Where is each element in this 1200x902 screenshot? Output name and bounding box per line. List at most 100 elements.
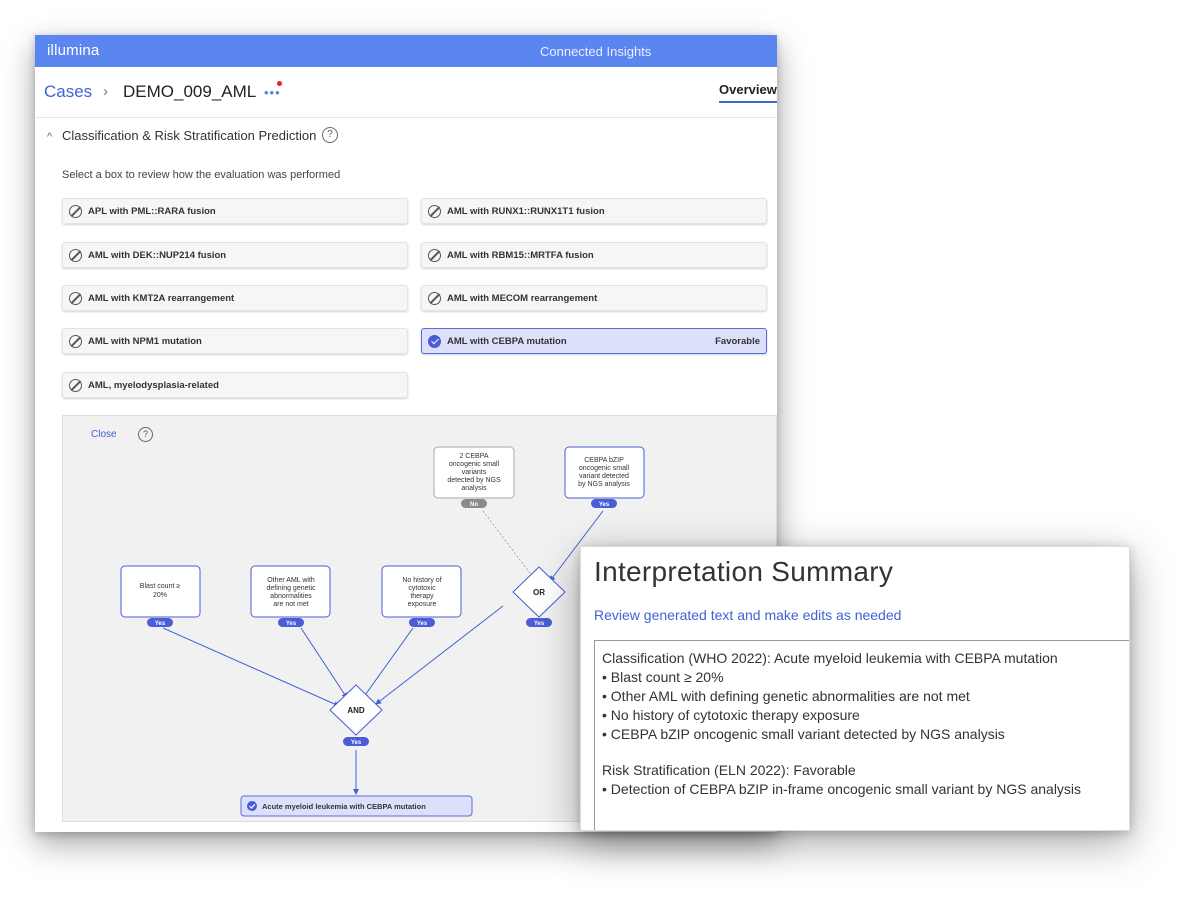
breadcrumb-cases-link[interactable]: Cases	[44, 82, 93, 101]
classification-label: APL with PML::RARA fusion	[88, 206, 216, 217]
summary-bullet: • No history of cytotoxic therapy exposu…	[602, 707, 860, 723]
summary-bullet: • Blast count ≥ 20%	[602, 669, 724, 685]
chevron-right-icon: ›	[103, 83, 108, 100]
or-gate	[512, 566, 566, 618]
classification-label: AML with KMT2A rearrangement	[88, 293, 235, 304]
classification-label: AML with DEK::NUP214 fusion	[88, 250, 227, 261]
app-title: Connected Insights	[540, 44, 652, 59]
classification-box[interactable]: AML with DEK::NUP214 fusion	[62, 242, 408, 268]
summary-subtitle: Review generated text and make edits as …	[594, 607, 902, 623]
not-met-icon	[69, 249, 82, 262]
answer-label: Yes	[155, 621, 166, 627]
node-text-line: Other AML with	[267, 577, 315, 584]
answer-pill-yes	[278, 618, 304, 627]
classification-box[interactable]: AML, myelodysplasia-related	[62, 372, 408, 398]
classification-box[interactable]: AML with NPM1 mutation	[62, 328, 408, 354]
summary-bullet: • CEBPA bZIP oncogenic small variant det…	[602, 726, 1005, 742]
classification-label: AML, myelodysplasia-related	[88, 380, 219, 391]
classification-box[interactable]: AML with RUNX1::RUNX1T1 fusion	[421, 198, 767, 224]
edge-bzip-to-or	[549, 510, 604, 582]
classification-box[interactable]: AML with MECOM rearrangement	[421, 285, 767, 311]
not-met-icon	[428, 249, 441, 262]
node-cebpa-bzip	[564, 446, 645, 499]
section-title: Classification & Risk Stratification Pre…	[62, 128, 317, 143]
answer-pill-yes	[147, 618, 173, 627]
classification-box[interactable]: AML with KMT2A rearrangement	[62, 285, 408, 311]
page-header: Cases › DEMO_009_AML ••• Overview	[35, 67, 777, 118]
risk-badge: Favorable	[715, 336, 760, 347]
classification-box[interactable]: AML with RBM15::MRTFA fusion	[421, 242, 767, 268]
check-mark	[249, 803, 256, 809]
node-text-line: CEBPA bZIP	[584, 457, 624, 464]
flow-diagram: 2 CEBPA oncogenic small variants detecte…	[120, 446, 645, 817]
node-blast-count	[120, 565, 201, 618]
interpretation-summary-card: Interpretation Summary Review generated …	[580, 546, 1130, 831]
node-text-line: therapy	[410, 593, 434, 600]
classification-box-selected[interactable]: AML with CEBPA mutation Favorable	[421, 328, 767, 354]
edge-history-to-and	[362, 627, 414, 699]
edge-blast-to-and	[162, 627, 340, 707]
notification-dot	[277, 81, 282, 86]
risk-line: Risk Stratification (ELN 2022): Favorabl…	[602, 762, 856, 778]
check-circle-icon	[247, 801, 257, 811]
close-diagram-link[interactable]: Close	[91, 429, 117, 440]
check-circle-icon	[428, 335, 441, 348]
node-text-line: defining genetic	[266, 585, 316, 592]
collapse-chevron-icon[interactable]: ^	[47, 131, 53, 143]
summary-text-area[interactable]: Classification (WHO 2022): Acute myeloid…	[594, 640, 1129, 830]
node-text-line: oncogenic small	[579, 465, 630, 472]
node-text-line: detected by NGS	[447, 477, 501, 484]
summary-bullet: • Other AML with defining genetic abnorm…	[602, 688, 970, 704]
answer-label: Yes	[417, 621, 428, 627]
node-text-line: No history of	[402, 577, 441, 584]
answer-pill-yes	[526, 618, 552, 627]
node-other-aml	[250, 565, 331, 618]
help-icon[interactable]: ?	[138, 427, 153, 442]
answer-label: Yes	[351, 740, 362, 746]
node-text-line: cytotoxic	[408, 585, 436, 592]
case-name: DEMO_009_AML	[123, 82, 257, 101]
classification-label: AML with CEBPA mutation	[447, 336, 567, 347]
classification-label: AML with NPM1 mutation	[88, 336, 202, 347]
not-met-icon	[69, 379, 82, 392]
node-text-line: abnormalities	[270, 593, 312, 600]
answer-pill-yes	[343, 737, 369, 746]
answer-pill-yes	[409, 618, 435, 627]
answer-label: Yes	[534, 621, 545, 627]
answer-pill-no	[461, 499, 487, 508]
classification-label: AML with RBM15::MRTFA fusion	[447, 250, 594, 261]
and-gate	[329, 684, 383, 736]
answer-label: No	[470, 502, 478, 508]
answer-label: Yes	[286, 621, 297, 627]
edge-or-to-and	[375, 605, 504, 705]
node-text-line: Blast count ≥	[140, 583, 181, 590]
edge-otheraml-to-and	[300, 627, 348, 699]
node-text-line: analysis	[461, 485, 487, 492]
tab-overview[interactable]: Overview	[719, 82, 777, 103]
summary-title: Interpretation Summary	[594, 556, 894, 587]
not-met-icon	[69, 335, 82, 348]
node-text-line: variants	[462, 469, 487, 476]
summary-bullet: • Detection of CEBPA bZIP in-frame oncog…	[602, 781, 1082, 797]
result-label: Acute myeloid leukemia with CEBPA mutati…	[262, 802, 426, 811]
edge-cebpa2-to-or	[482, 510, 540, 586]
more-options-icon[interactable]: •••	[264, 85, 281, 100]
instruction-text: Select a box to review how the evaluatio…	[62, 169, 341, 181]
gate-label: AND	[347, 706, 365, 715]
classification-line: Classification (WHO 2022): Acute myeloid…	[602, 650, 1058, 666]
classification-label: AML with MECOM rearrangement	[447, 293, 598, 304]
not-met-icon	[428, 205, 441, 218]
not-met-icon	[428, 292, 441, 305]
node-cebpa-two-variants	[433, 446, 515, 499]
help-icon[interactable]: ?	[322, 127, 338, 143]
brand-logo: illumina	[47, 42, 100, 59]
node-text-line: oncogenic small	[449, 461, 500, 468]
main-window: illumina Connected Insights Cases › DEMO…	[35, 35, 777, 832]
node-text-line: 2 CEBPA	[459, 453, 488, 460]
answer-pill-yes	[591, 499, 617, 508]
node-text-line: 20%	[153, 592, 167, 599]
not-met-icon	[69, 292, 82, 305]
classification-box[interactable]: APL with PML::RARA fusion	[62, 198, 408, 224]
node-text-line: variant detected	[579, 473, 629, 480]
node-text-line: exposure	[408, 601, 437, 608]
